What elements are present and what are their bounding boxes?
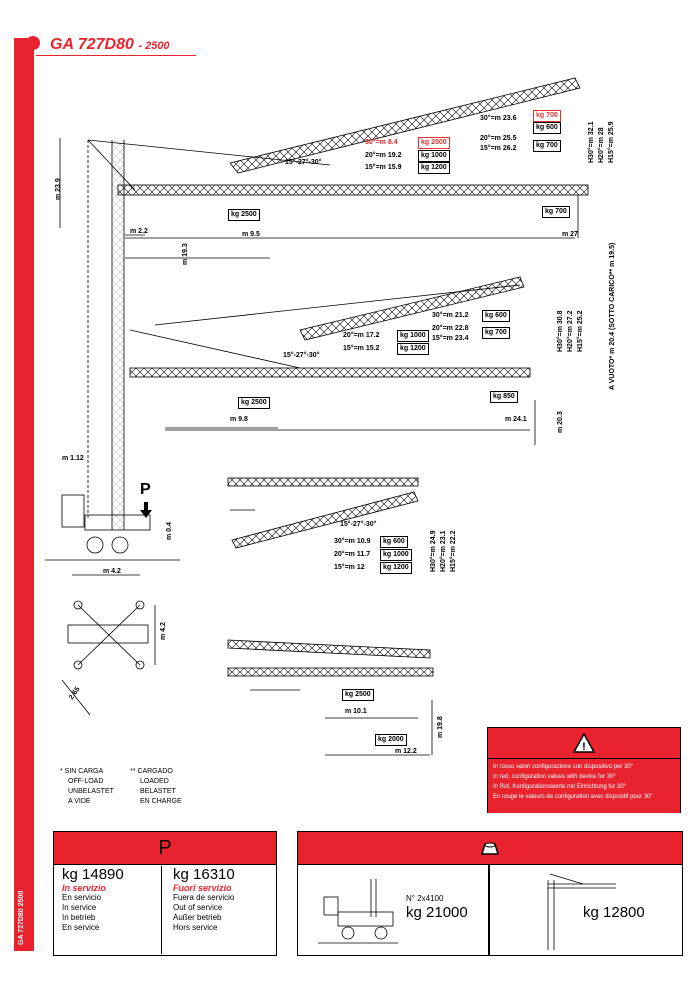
d1-m22: m 2.2 [130,228,148,235]
legend-col1: * SIN CARGA OFF-LOAD UNBELASTET A VIDE [60,768,114,805]
legend-col2: ** CARGADO LOADED BELASTET EN CHARGE [130,768,182,805]
d2-h2: H20°=m 27.2 [567,310,574,352]
d2-h3: H15°=m 25.2 [577,310,584,352]
d1-row-a2: 20°=m 19.2 [365,152,402,159]
d2-row-b1: 30°=m 21.2 [432,312,469,319]
d2-row-b3: 15°=m 23.4 [432,335,469,342]
d2-row-a1-kg: kg 1000 [397,330,429,342]
d1-row-a2-kg: kg 1000 [418,150,450,162]
ballast-count: N° 2x4100 [406,894,444,903]
base-p: P [140,481,151,498]
svg-text:!: ! [582,741,586,753]
d3-row2-kg: kg 1000 [380,549,412,561]
p-in-status: In servizio [62,883,107,893]
warning-icon: ! [573,733,595,753]
d3-row1-kg: kg 600 [380,536,408,548]
d2-row-a1: 20°=m 17.2 [343,332,380,339]
d4-kg2500: kg 2500 [342,689,374,701]
d2-m241: m 24.1 [505,416,527,423]
ballast-header [298,832,682,865]
d2-h1: H30°=m 30.8 [557,310,564,352]
p-panel-title: P [54,832,276,865]
d2-row-a2: 15°=m 15.2 [343,345,380,352]
d3-h2: H20°=m 23.1 [440,530,447,572]
ballast-icon [480,842,500,855]
note-line-1: In rosso valori configurazione con dispo… [493,764,634,770]
d1-kg700: kg 700 [542,206,570,218]
ballast-crane-base-illustration [318,879,398,944]
base-m42v: m 4.2 [160,622,167,640]
p-out-kg: kg 16310 [173,866,235,883]
d2-row-b2-kg: kg 700 [482,327,510,339]
d1-h1: H30°=m 32.1 [588,121,595,163]
warning-header: ! [488,728,680,759]
d1-height: m 23.9 [55,178,62,200]
note-line-2: In red, configuration values with device… [493,774,616,780]
p-panel: P kg 14890 In servizio En servicio In se… [53,831,277,956]
d1-row-b2: 20°=m 25.5 [480,135,517,142]
d3-h1: H30°=m 24.9 [430,530,437,572]
p-in-kg: kg 14890 [62,866,124,883]
d2-row-b1-kg: kg 600 [482,310,510,322]
d1-row-a1-kg: kg 2500 [418,137,450,149]
d3-row1: 30°=m 10.9 [334,538,371,545]
base-m42: m 4.2 [103,568,121,575]
d2-kg850: kg 850 [490,391,518,403]
ballast-panel: N° 2x4100 kg 21000 kg 12800 [297,831,683,956]
d1-h2: H20°=m 28 [598,127,605,163]
p-in-service: kg 14890 In servizio En servicio In serv… [54,866,162,954]
d4-m198: m 19.8 [437,716,444,738]
ballast-crane-illustration [547,873,616,950]
d2-side-note: A VUOTO* m 20.4 (SOTTO CARICO** m 19.5) [609,242,616,390]
p-out-status: Fuori servizio [173,883,232,893]
d1-m193: m 19.3 [182,243,189,265]
d1-row-b1-kg2: kg 600 [533,122,561,134]
warning-note: ! In rosso valori configurazione con dis… [487,727,681,813]
d2-angles: 15°-27°-30° [283,352,320,359]
p-out-service: kg 16310 Fuori servizio Fuera de servici… [165,866,273,954]
d3-row2: 20°=m 11.7 [334,551,371,558]
d1-row-a1: 30°=m 8.4 [365,139,398,146]
d1-m95: m 9.5 [242,231,260,238]
d2-m203: m 20.3 [557,411,564,433]
d1-kg2500: kg 2500 [228,209,260,221]
d1-row-b3-kg: kg 700 [533,140,561,152]
base-m112: m 1.12 [62,455,84,462]
d2-row-b2: 20°=m 22.8 [432,325,469,332]
d4-kg2000: kg 2000 [375,734,407,746]
page-title: GA 727D80 - 2500 [50,36,170,53]
d3-angles: 15°-27°-30° [340,521,377,528]
d1-row-b1-kg: kg 700 [533,110,561,122]
d3-row3: 15°=m 12 [334,564,365,571]
ballast-left-kg: kg 21000 [406,904,468,921]
d1-row-b1: 30°=m 23.6 [480,115,517,122]
d1-h3: H15°=m 25.9 [608,121,615,163]
note-line-3: In Rot, Konfigurationswerte mit Einricht… [493,784,627,790]
d1-row-b3: 15°=m 26.2 [480,145,517,152]
d2-row-a2-kg: kg 1200 [397,343,429,355]
d4-m101: m 10.1 [345,708,367,715]
d3-row3-kg: kg 1200 [380,562,412,574]
d1-row-a3: 15°=m 15.9 [365,164,402,171]
d2-m98: m 9.8 [230,416,248,423]
base-m04: m 0.4 [166,522,173,540]
d3-h3: H15°=m 22.2 [450,530,457,572]
side-bar [14,38,34,951]
ballast-right-kg: kg 12800 [583,904,645,921]
d1-m27: m 27 [562,231,578,238]
d1-angles: 15°-27°-30° [285,159,322,166]
d2-kg2500: kg 2500 [238,397,270,409]
d4-m122: m 12.2 [395,748,417,755]
ballast-divider [488,865,490,955]
title-underline [36,55,196,56]
side-bar-cap [26,36,40,50]
note-line-4: En rouge le valeurs de configuration ave… [493,794,653,800]
d1-row-a3-kg: kg 1200 [418,162,450,174]
